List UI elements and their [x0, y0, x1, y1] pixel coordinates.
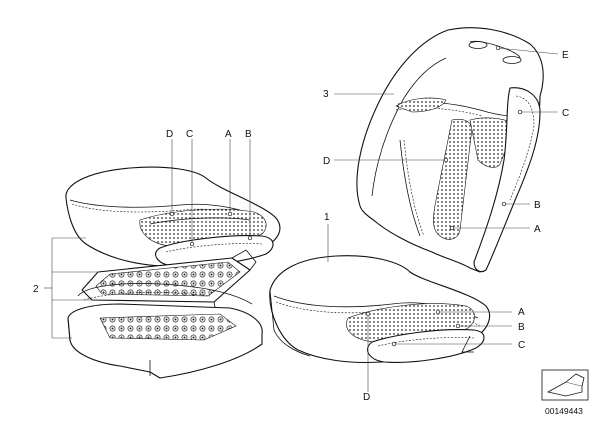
left-seat-frame-layer	[77, 283, 253, 305]
label-right-c: C	[518, 340, 525, 351]
seat-thumbnail-icon	[541, 369, 589, 401]
label-right-d: D	[363, 392, 370, 403]
label-backrest-3: 3	[323, 89, 329, 100]
label-cushion-1: 1	[324, 212, 330, 223]
label-backrest-b: B	[534, 200, 541, 211]
right-seat-cushion	[269, 255, 491, 364]
left-seat-foam-base	[67, 303, 263, 379]
label-backrest-d: D	[323, 156, 330, 167]
label-left-b: B	[245, 129, 252, 140]
label-left-a: A	[225, 129, 232, 140]
label-backrest-a: A	[534, 224, 541, 235]
label-right-a: A	[518, 307, 525, 318]
left-cushion-leaders	[169, 139, 253, 247]
backrest-cover	[356, 27, 544, 273]
document-number: 00149443	[545, 406, 583, 416]
left-seat-heating-pad	[81, 249, 257, 313]
group-bracket	[44, 237, 100, 339]
label-left-c: C	[186, 129, 193, 140]
label-left-d: D	[166, 129, 173, 140]
label-backrest-c: C	[562, 108, 569, 119]
backrest-leaders	[334, 45, 559, 231]
left-seat-cushion-cover	[65, 166, 281, 267]
label-group-2: 2	[33, 284, 39, 295]
label-backrest-e: E	[562, 50, 569, 61]
right-cushion-leaders	[327, 224, 512, 392]
label-right-b: B	[518, 322, 525, 333]
